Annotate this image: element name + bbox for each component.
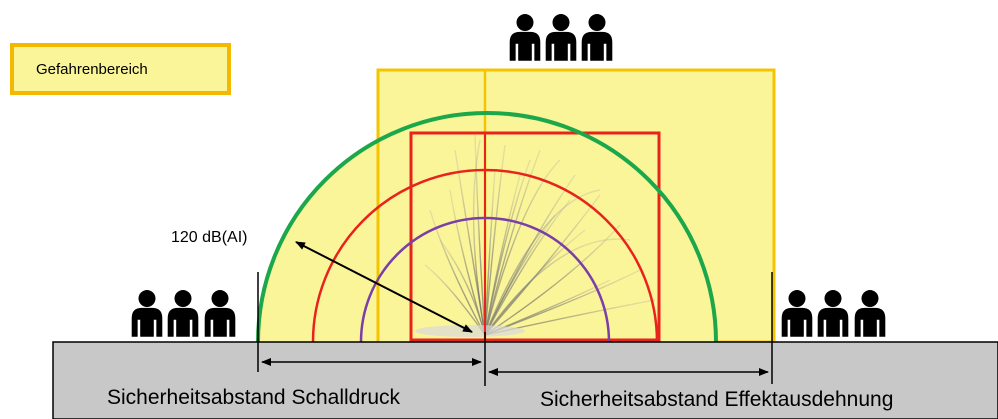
caption-effect-extension-distance: Sicherheitsabstand Effektausdehnung — [540, 388, 894, 411]
green-safety-arc — [256, 111, 718, 343]
sound-radius-arrow — [295, 241, 473, 333]
effect-extension-box — [409, 131, 661, 342]
caption-sound-pressure-distance: Sicherheitsabstand Schalldruck — [107, 386, 400, 409]
audience-group-icon — [781, 290, 886, 337]
ground-surface — [52, 341, 998, 419]
sound-level-label: 120 dB(AI) — [171, 229, 248, 246]
audience-group-icon — [509, 14, 613, 61]
audience-group-icon — [131, 290, 236, 337]
firework-fountain-icon — [424, 134, 656, 336]
legend-label: Gefahrenbereich — [36, 60, 148, 78]
legend-danger-zone: Gefahrenbereich — [10, 43, 231, 95]
